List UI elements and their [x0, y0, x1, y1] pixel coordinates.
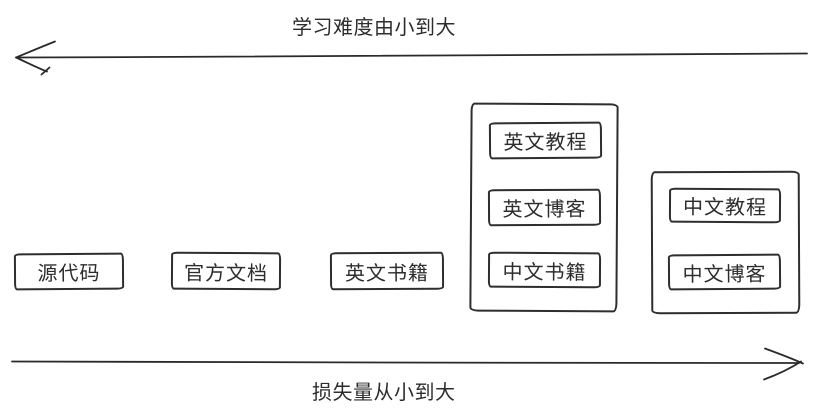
box-chinese-blogs: 中文博客: [667, 253, 782, 291]
box-english-blogs: 英文博客: [487, 188, 602, 227]
box-official-docs-label: 官方文档: [183, 262, 269, 285]
box-english-blogs-label: 英文博客: [502, 198, 587, 222]
box-source-code: 源代码: [13, 252, 125, 291]
box-english-tutorials-label: 英文教程: [503, 131, 588, 155]
top-axis-label: 学习难度由小到大: [292, 17, 456, 39]
left-arrow: [15, 40, 808, 76]
box-official-docs: 官方文档: [170, 251, 282, 291]
box-chinese-books-label: 中文书籍: [502, 261, 587, 284]
box-source-code-label: 源代码: [37, 262, 101, 286]
box-chinese-books: 中文书籍: [487, 251, 602, 289]
bottom-axis-label: 损失量从小到大: [312, 382, 456, 404]
box-chinese-tutorials: 中文教程: [668, 187, 782, 224]
box-chinese-blogs-label: 中文博客: [682, 263, 767, 286]
box-english-books-label: 英文书籍: [344, 262, 430, 285]
box-chinese-tutorials-label: 中文教程: [682, 196, 768, 220]
right-arrow: [11, 347, 804, 381]
box-english-tutorials: 英文教程: [488, 121, 603, 160]
box-english-books: 英文书籍: [329, 251, 445, 291]
